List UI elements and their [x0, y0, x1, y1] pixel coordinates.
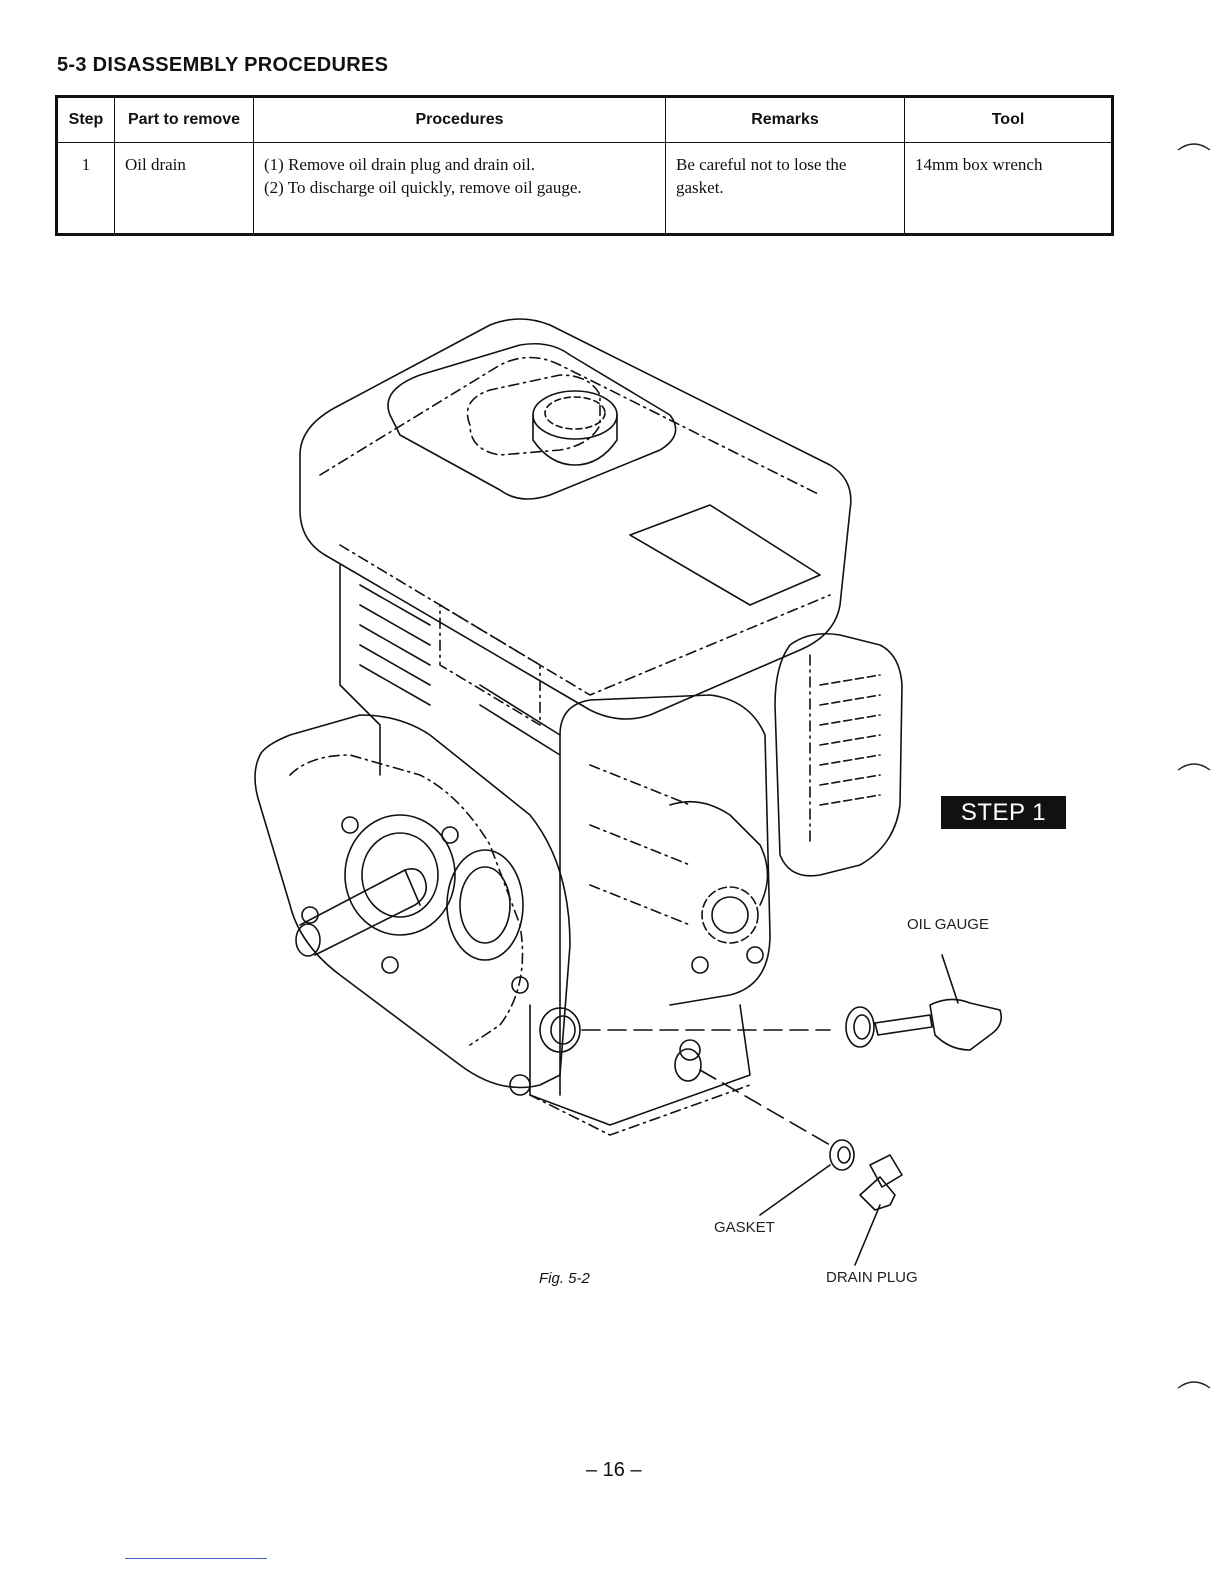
fuel-tank-icon [300, 319, 851, 719]
oil-gauge-icon [582, 955, 1001, 1050]
header-part-to-remove: Part to remove [115, 97, 254, 143]
gasket-icon [700, 1070, 854, 1215]
header-step: Step [57, 97, 115, 143]
fuel-cap-icon [533, 391, 617, 465]
part-to-remove: Oil drain [115, 143, 254, 235]
step-badge: STEP 1 [941, 796, 1066, 829]
section-title: 5-3 DISASSEMBLY PROCEDURES [57, 54, 388, 77]
engine-drawing [230, 305, 1040, 1305]
cylinder-fins-icon [340, 565, 560, 775]
tool-cell: 14mm box wrench [905, 143, 1113, 235]
oil-gauge-label: OIL GAUGE [907, 916, 989, 933]
header-procedures: Procedures [254, 97, 666, 143]
header-remarks: Remarks [666, 97, 905, 143]
table-header-row: Step Part to remove Procedures Remarks T… [57, 97, 1113, 143]
crankcase-body-icon [560, 695, 770, 1095]
gasket-label: GASKET [714, 1219, 775, 1236]
procedure-line: (1) Remove oil drain plug and drain oil. [264, 153, 655, 176]
remarks-cell: Be careful not to lose the gasket. [666, 143, 905, 235]
page-number: – 16 – [586, 1459, 642, 1482]
drain-port-icon [675, 1049, 701, 1081]
header-tool: Tool [905, 97, 1113, 143]
drain-plug-icon [855, 1155, 902, 1265]
figure-caption: Fig. 5-2 [539, 1270, 590, 1287]
procedures-cell: (1) Remove oil drain plug and drain oil.… [254, 143, 666, 235]
oil-pan-icon [510, 1005, 750, 1135]
step-number: 1 [57, 143, 115, 235]
binding-edge-mark [1176, 760, 1212, 774]
table-row: 1 Oil drain (1) Remove oil drain plug an… [57, 143, 1113, 235]
binding-edge-mark [1176, 1378, 1212, 1392]
binding-edge-mark [1176, 140, 1212, 154]
footer-rule [125, 1558, 267, 1559]
crankshaft-icon [296, 869, 426, 956]
procedure-line: (2) To discharge oil quickly, remove oil… [264, 176, 655, 199]
recoil-starter-icon [775, 634, 902, 876]
engine-exploded-illustration [230, 305, 1040, 1305]
drain-plug-label: DRAIN PLUG [826, 1269, 918, 1286]
procedure-table: Step Part to remove Procedures Remarks T… [55, 95, 1114, 236]
crankcase-cover-icon [255, 715, 570, 1088]
